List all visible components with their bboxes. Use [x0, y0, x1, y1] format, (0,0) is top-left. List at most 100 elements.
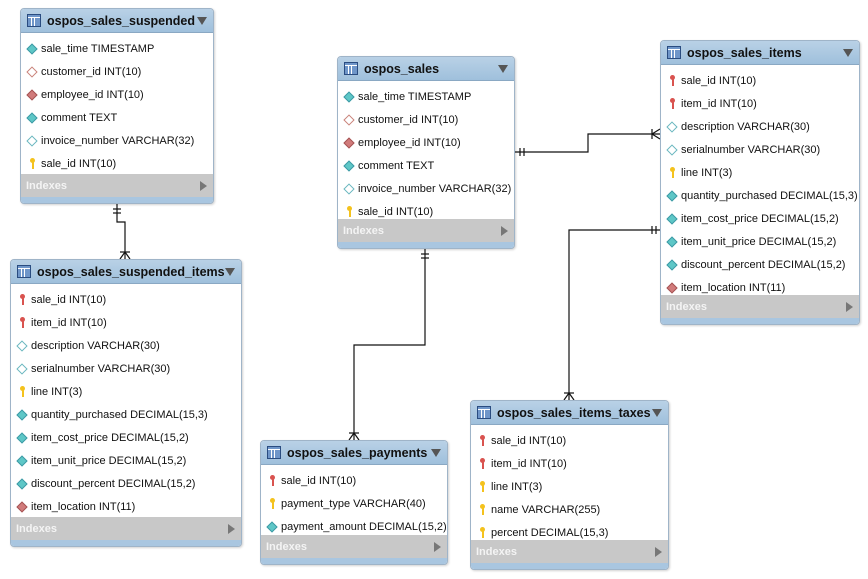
column-row[interactable]: item_id INT(10): [471, 452, 668, 475]
nullable-column-icon: [16, 362, 28, 375]
column-row[interactable]: description VARCHAR(30): [11, 334, 241, 357]
primary-key-icon: [476, 504, 488, 516]
column-row[interactable]: quantity_purchased DECIMAL(15,3): [11, 403, 241, 426]
column-label: item_unit_price DECIMAL(15,2): [681, 235, 837, 248]
indexes-section[interactable]: Indexes: [471, 540, 668, 563]
table-ospos-sales-suspended-items[interactable]: ospos_sales_suspended_items sale_id INT(1…: [10, 259, 242, 547]
column-row[interactable]: line INT(3): [11, 380, 241, 403]
collapse-toggle-icon[interactable]: [197, 16, 207, 25]
column-row[interactable]: discount_percent DECIMAL(15,2): [661, 253, 859, 276]
indexes-section[interactable]: Indexes: [261, 535, 447, 558]
column-label: item_location INT(11): [681, 281, 786, 294]
column-label: item_id INT(10): [491, 457, 567, 470]
indexes-label: Indexes: [343, 224, 384, 237]
column-row[interactable]: percent DECIMAL(15,3): [471, 521, 668, 544]
indexes-section[interactable]: Indexes: [21, 174, 213, 197]
foreign-key-icon: [666, 75, 678, 87]
expand-arrow-icon[interactable]: [434, 541, 441, 552]
column-row[interactable]: invoice_number VARCHAR(32): [338, 177, 514, 200]
table-ospos-sales-items-taxes[interactable]: ospos_sales_items_taxes sale_id INT(10) it…: [470, 400, 669, 570]
column-row[interactable]: customer_id INT(10): [21, 60, 213, 83]
column-row[interactable]: line INT(3): [471, 475, 668, 498]
column-label: item_cost_price DECIMAL(15,2): [681, 212, 839, 225]
column-row[interactable]: payment_amount DECIMAL(15,2): [261, 515, 447, 538]
collapse-toggle-icon[interactable]: [843, 48, 853, 57]
table-icon: [267, 446, 281, 459]
column-label: item_location INT(11): [31, 500, 136, 513]
column-row[interactable]: sale_time TIMESTAMP: [338, 85, 514, 108]
expand-arrow-icon[interactable]: [200, 180, 207, 191]
relationship-line[interactable]: [116, 202, 126, 259]
column-label: comment TEXT: [41, 111, 118, 124]
column-row[interactable]: comment TEXT: [21, 106, 213, 129]
relationship-line[interactable]: [513, 133, 660, 153]
indexes-section[interactable]: Indexes: [338, 219, 514, 242]
collapse-toggle-icon[interactable]: [225, 267, 235, 276]
column-label: percent DECIMAL(15,3): [491, 526, 609, 539]
column-row[interactable]: discount_percent DECIMAL(15,2): [11, 472, 241, 495]
column-row[interactable]: description VARCHAR(30): [661, 115, 859, 138]
relationship-ospos-sales-to-ospos-sales-payments[interactable]: [348, 247, 429, 441]
column-label: line INT(3): [681, 166, 733, 179]
one-end-marker: [113, 208, 121, 214]
column-row[interactable]: item_unit_price DECIMAL(15,2): [661, 230, 859, 253]
indexes-label: Indexes: [666, 300, 707, 313]
table-footer-strip: [261, 558, 447, 564]
primary-key-icon: [343, 206, 355, 218]
table-header[interactable]: ospos_sales_items: [661, 41, 859, 65]
table-icon: [477, 406, 491, 419]
column-row[interactable]: comment TEXT: [338, 154, 514, 177]
column-row[interactable]: sale_id INT(10): [338, 200, 514, 223]
expand-arrow-icon[interactable]: [655, 546, 662, 557]
column-row[interactable]: sale_id INT(10): [261, 469, 447, 492]
column-row[interactable]: sale_id INT(10): [11, 288, 241, 311]
relationship-ospos-sales-to-ospos-sales-items[interactable]: [513, 128, 661, 156]
column-row[interactable]: serialnumber VARCHAR(30): [661, 138, 859, 161]
column-row[interactable]: name VARCHAR(255): [471, 498, 668, 521]
column-row[interactable]: employee_id INT(10): [338, 131, 514, 154]
column-row[interactable]: sale_id INT(10): [661, 69, 859, 92]
column-row[interactable]: item_unit_price DECIMAL(15,2): [11, 449, 241, 472]
table-ospos-sales-items[interactable]: ospos_sales_items sale_id INT(10)item_id …: [660, 40, 860, 325]
table-header[interactable]: ospos_sales_payments: [261, 441, 447, 465]
column-row[interactable]: item_id INT(10): [11, 311, 241, 334]
relationship-ospos-sales-items-to-ospos-sales-items-taxes[interactable]: [563, 226, 660, 401]
column-row[interactable]: item_cost_price DECIMAL(15,2): [11, 426, 241, 449]
collapse-toggle-icon[interactable]: [498, 64, 508, 73]
table-header[interactable]: ospos_sales_suspended: [21, 9, 213, 33]
table-title: ospos_sales: [364, 61, 440, 76]
indexes-section[interactable]: Indexes: [661, 295, 859, 318]
column-row[interactable]: item_id INT(10): [661, 92, 859, 115]
relationship-ospos-sales-suspended-to-ospos-sales-suspended-items[interactable]: [113, 202, 131, 260]
expand-arrow-icon[interactable]: [846, 301, 853, 312]
collapse-toggle-icon[interactable]: [652, 408, 662, 417]
table-header[interactable]: ospos_sales: [338, 57, 514, 81]
expand-arrow-icon[interactable]: [501, 225, 508, 236]
relationship-line[interactable]: [568, 229, 660, 400]
relationship-line[interactable]: [353, 247, 426, 440]
column-row[interactable]: sale_id INT(10): [471, 429, 668, 452]
table-icon: [344, 62, 358, 75]
column-row[interactable]: quantity_purchased DECIMAL(15,3): [661, 184, 859, 207]
column-row[interactable]: serialnumber VARCHAR(30): [11, 357, 241, 380]
column-row[interactable]: payment_type VARCHAR(40): [261, 492, 447, 515]
indexes-section[interactable]: Indexes: [11, 517, 241, 540]
column-row[interactable]: line INT(3): [661, 161, 859, 184]
collapse-toggle-icon[interactable]: [431, 448, 441, 457]
table-header[interactable]: ospos_sales_items_taxes: [471, 401, 668, 425]
column-row[interactable]: customer_id INT(10): [338, 108, 514, 131]
column-row[interactable]: sale_id INT(10): [21, 152, 213, 175]
column-row[interactable]: item_cost_price DECIMAL(15,2): [661, 207, 859, 230]
table-title: ospos_sales_items_taxes: [497, 405, 651, 420]
table-ospos-sales-suspended[interactable]: ospos_sales_suspended sale_time TIMESTAMP…: [20, 8, 214, 204]
table-header[interactable]: ospos_sales_suspended_items: [11, 260, 241, 284]
foreign-key-column-icon: [26, 88, 38, 101]
column-row[interactable]: employee_id INT(10): [21, 83, 213, 106]
expand-arrow-icon[interactable]: [228, 523, 235, 534]
column-row[interactable]: sale_time TIMESTAMP: [21, 37, 213, 60]
column-row[interactable]: item_location INT(11): [11, 495, 241, 518]
column-row[interactable]: invoice_number VARCHAR(32): [21, 129, 213, 152]
column-row[interactable]: item_location INT(11): [661, 276, 859, 299]
